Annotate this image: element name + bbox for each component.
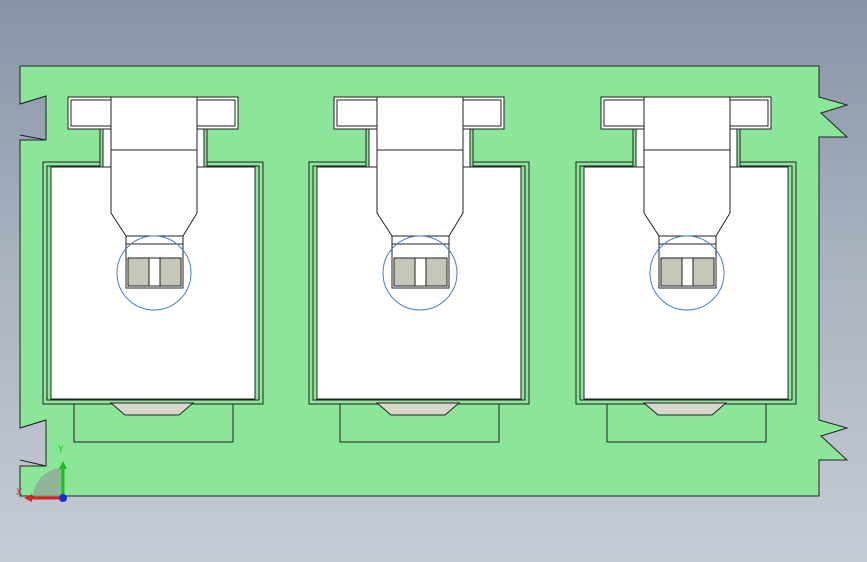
neck-post-left-inner bbox=[368, 128, 378, 168]
bottom-tab bbox=[339, 403, 500, 443]
latch bbox=[642, 402, 728, 416]
contact-pin-right bbox=[692, 257, 715, 287]
contact-block-cap bbox=[125, 235, 184, 245]
contact-pin-left bbox=[660, 257, 683, 287]
contact-block-cap bbox=[658, 235, 717, 245]
connector-units bbox=[42, 96, 797, 443]
neck-post-left-inner bbox=[635, 128, 645, 168]
contact-gap bbox=[148, 257, 161, 287]
latch bbox=[375, 402, 461, 416]
latch bbox=[109, 402, 195, 416]
contact-pin-left bbox=[127, 257, 150, 287]
connector-unit-2[interactable] bbox=[308, 96, 530, 443]
triad-y-label: Y bbox=[57, 445, 64, 455]
contact-pin-left bbox=[393, 257, 416, 287]
triad-x-arrow bbox=[24, 494, 32, 502]
connector-unit-1[interactable] bbox=[42, 96, 264, 443]
contact-pin-right bbox=[425, 257, 448, 287]
triad-z-axis bbox=[59, 494, 67, 502]
contact-gap bbox=[681, 257, 694, 287]
contact-pin-right bbox=[159, 257, 182, 287]
coordinate-triad-icon: X Y bbox=[16, 445, 67, 502]
left-notch-top bbox=[19, 95, 47, 141]
neck-post-left-inner bbox=[102, 128, 112, 168]
left-notch-bottom bbox=[19, 419, 47, 467]
center-body bbox=[376, 96, 464, 237]
center-body bbox=[643, 96, 731, 237]
triad-y-arrow bbox=[59, 461, 67, 469]
triad-quadrant bbox=[33, 468, 63, 498]
contact-block-cap bbox=[391, 235, 450, 245]
hole-circle bbox=[649, 235, 725, 311]
triad-x-label: X bbox=[16, 488, 22, 498]
center-body bbox=[110, 96, 198, 237]
connector-unit-3[interactable] bbox=[575, 96, 797, 443]
hole-circle bbox=[116, 235, 192, 311]
contact-gap bbox=[414, 257, 427, 287]
hole-circle bbox=[382, 235, 458, 311]
